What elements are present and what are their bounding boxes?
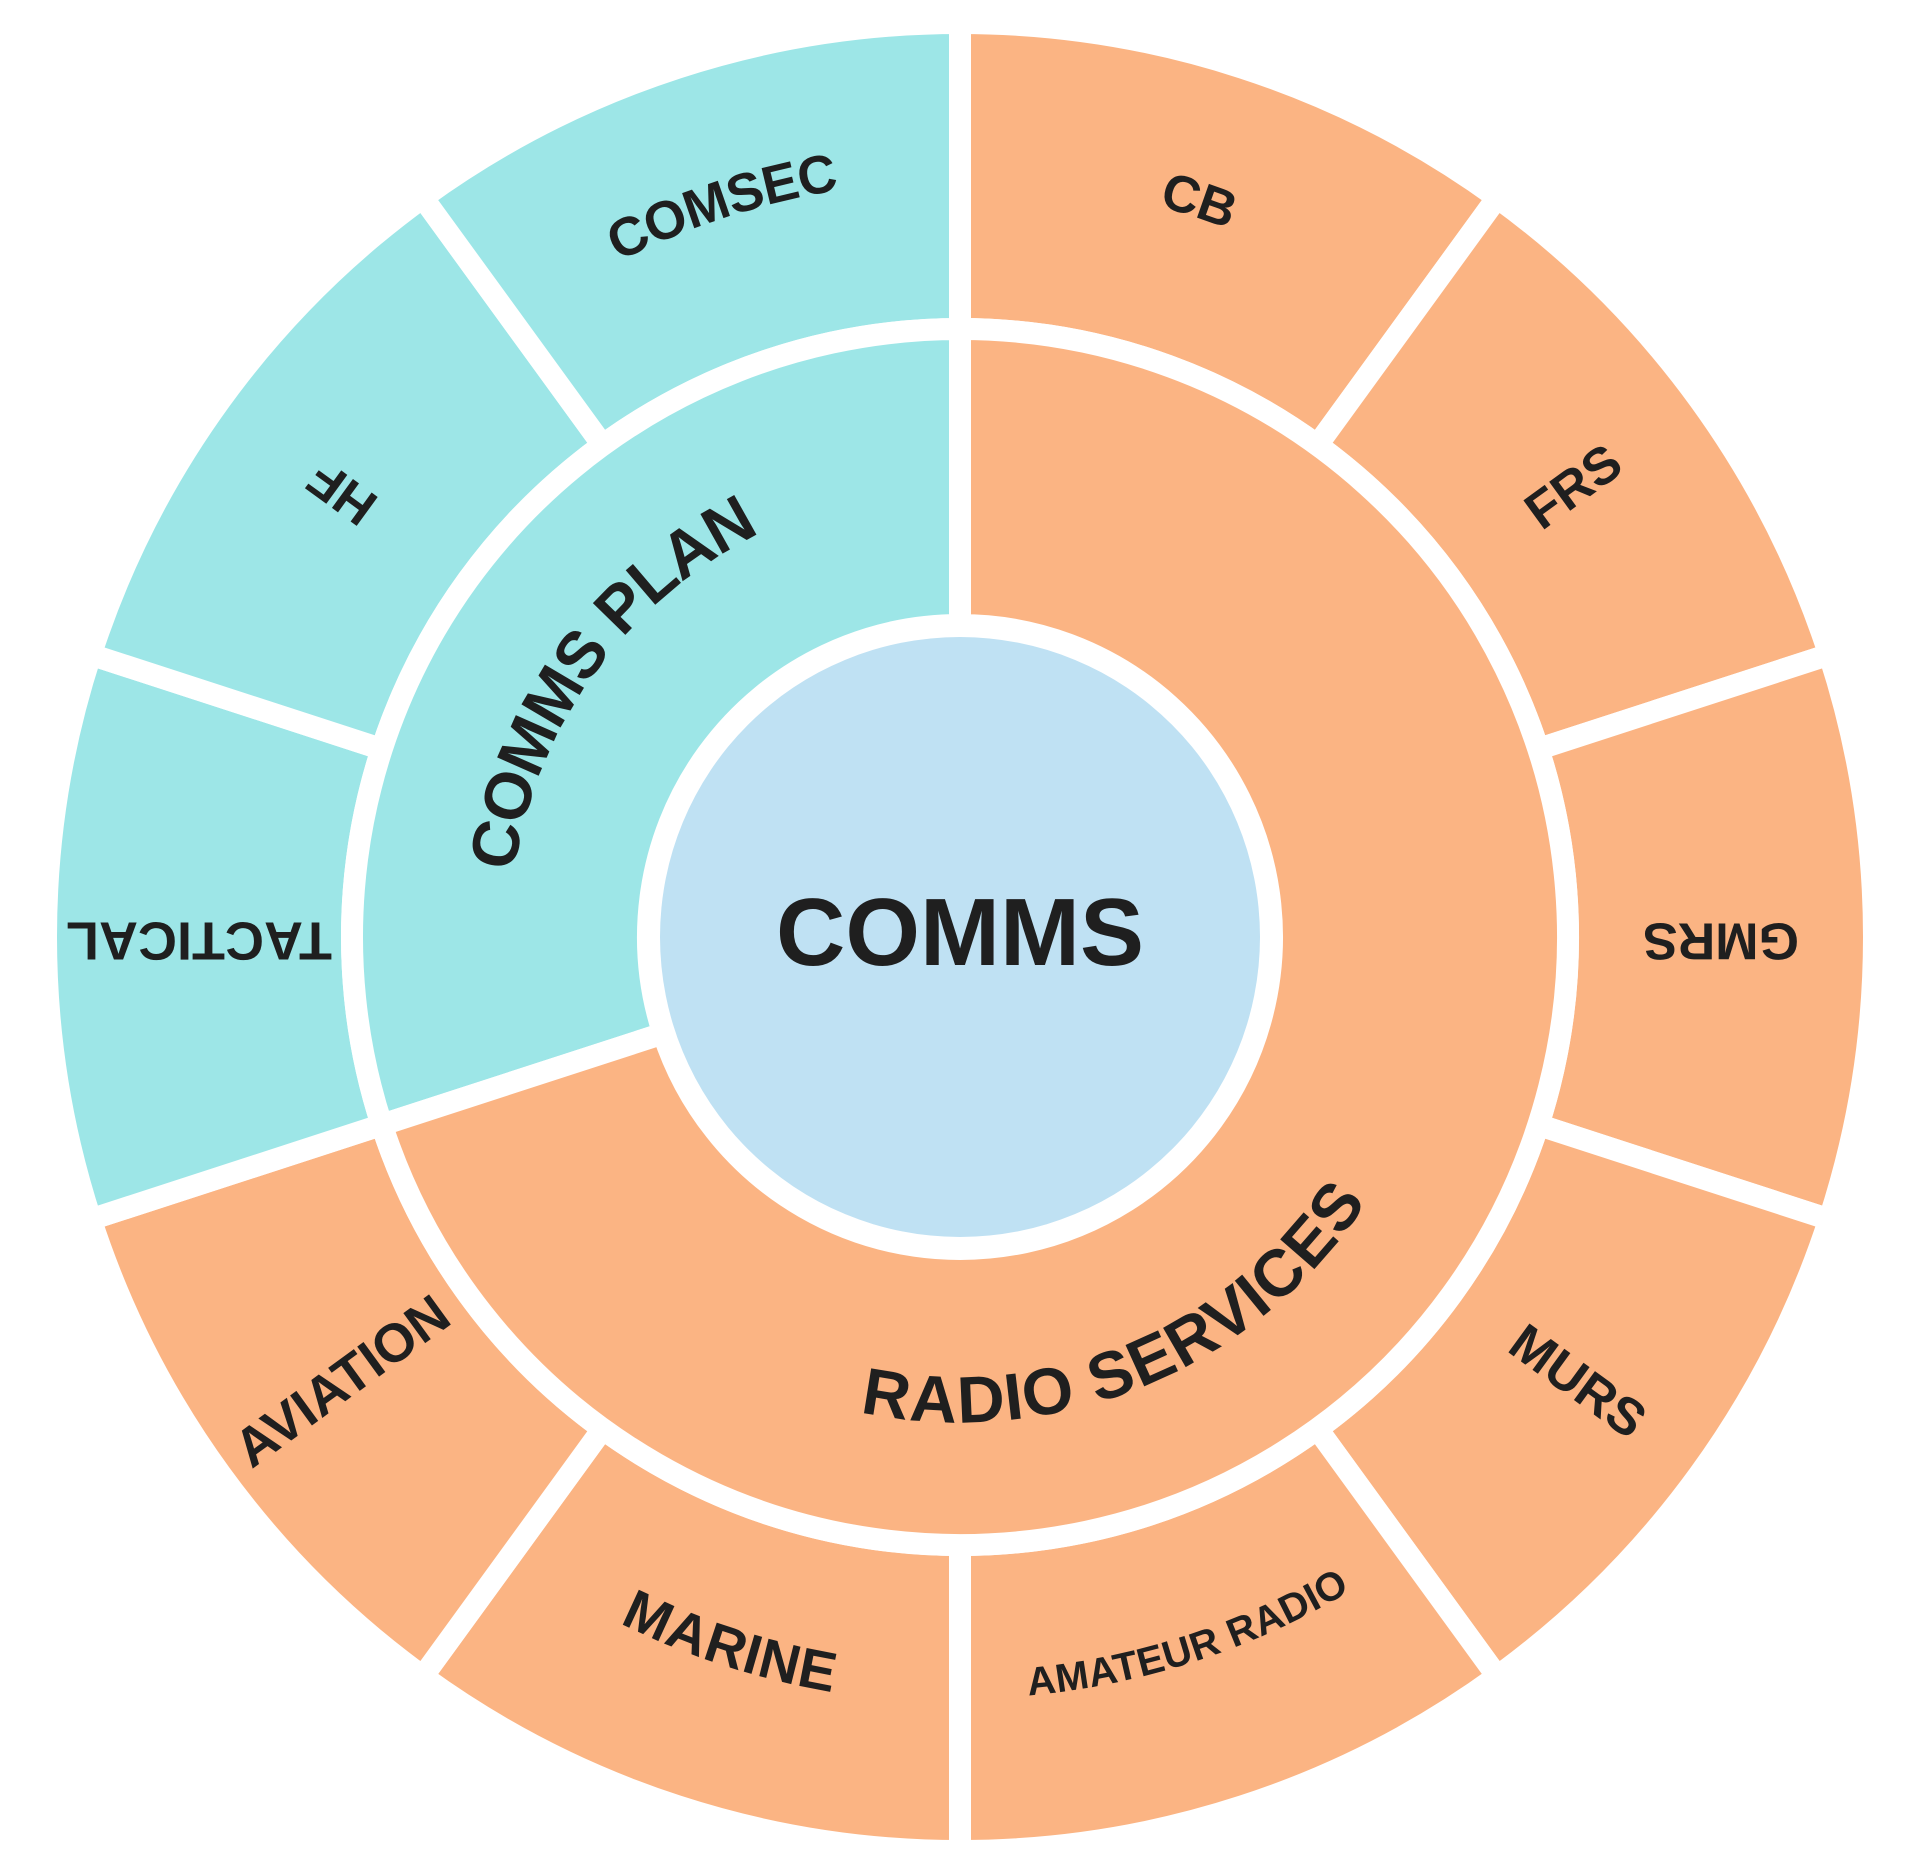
center-hub: COMMS — [660, 637, 1260, 1237]
gmrs-label: GMRS — [1643, 911, 1799, 969]
outer-label-group-tactical: TACTICAL — [66, 911, 332, 971]
outer-label-group-gmrs: GMRS — [1643, 911, 1799, 969]
center-label: COMMS — [776, 879, 1144, 986]
inner-segment-radio-services — [370, 318, 1579, 1556]
tactical-label: TACTICAL — [66, 911, 332, 971]
inner-segment-comms-plan — [341, 318, 971, 1136]
center-circle — [660, 637, 1260, 1237]
